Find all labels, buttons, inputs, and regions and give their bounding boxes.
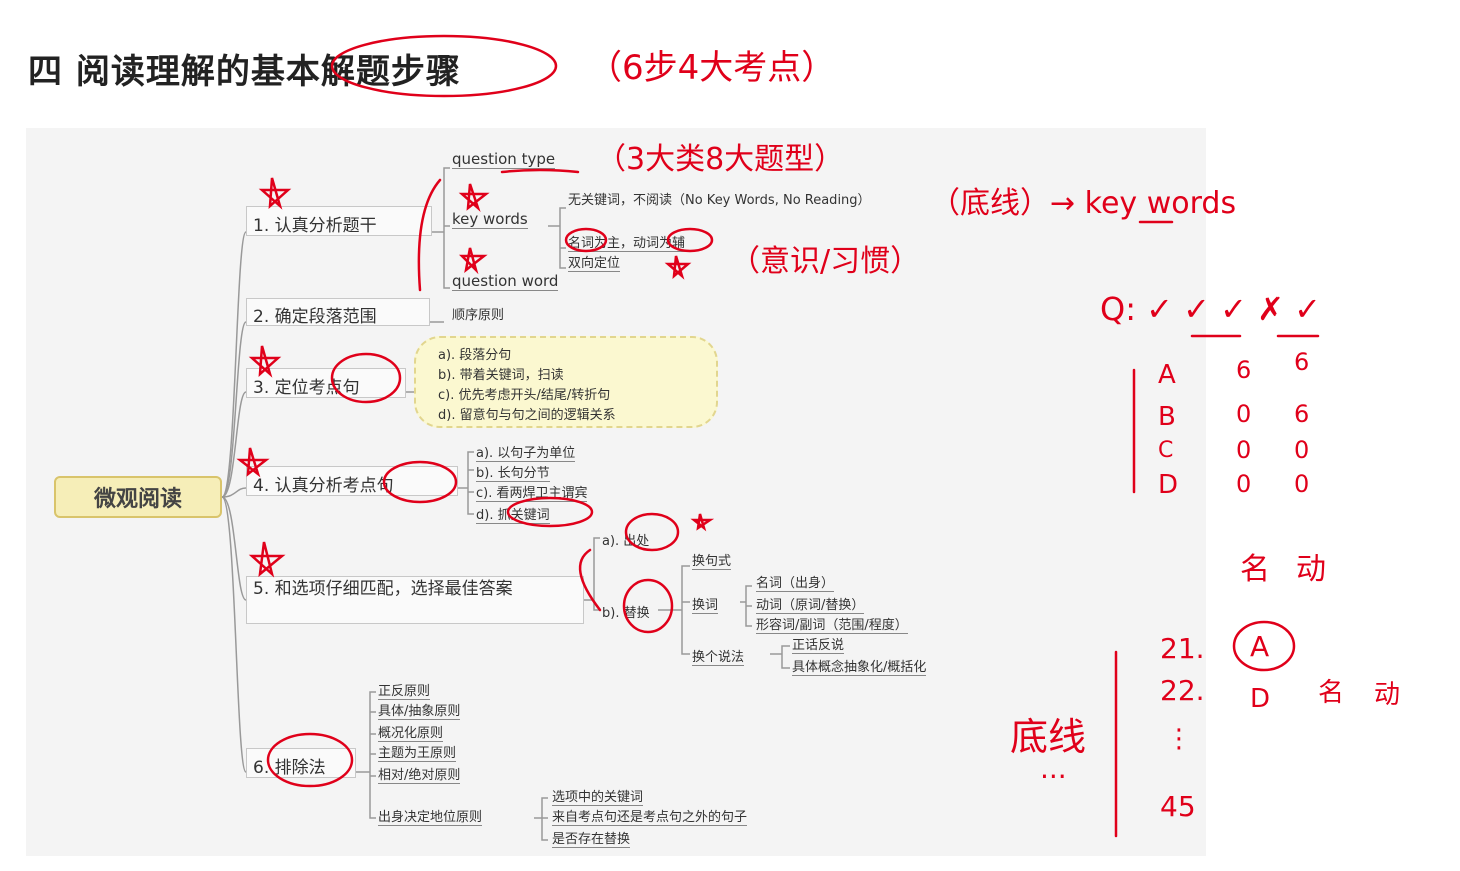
option-c: C xyxy=(1158,438,1174,463)
step-6-child-2: 具体/抽象原则 xyxy=(378,700,461,720)
origin-child-3: 是否存在替换 xyxy=(552,828,631,848)
col1-b: 0 xyxy=(1236,400,1252,428)
question-word-node: question word xyxy=(452,272,559,291)
origin-child-1: 选项中的关键词 xyxy=(552,786,644,806)
key-words-node: key words xyxy=(452,210,528,229)
col1-c: 0 xyxy=(1236,436,1252,464)
step-1-label: 1. 认真分析题干 xyxy=(253,216,377,236)
step-6-child-1: 正反原则 xyxy=(378,680,431,700)
num-21: 21. xyxy=(1160,632,1205,665)
page-title: 四 阅读理解的基本解题步骤 xyxy=(28,44,461,93)
order-principle: 顺序原则 xyxy=(452,308,505,323)
v-mark: 动 xyxy=(1374,680,1401,710)
bottom-noun: 名 xyxy=(1240,552,1270,587)
q-row: Q: ✓ ✓ ✓ ✗ ✓ xyxy=(1100,290,1321,328)
col1-d: 0 xyxy=(1236,470,1252,498)
word-child-verb: 动词（原词/替换） xyxy=(756,594,865,614)
baseline-dots: ... xyxy=(1040,752,1067,785)
second-answer: D xyxy=(1250,684,1271,714)
baseline-note: 底线 xyxy=(1010,715,1087,759)
step-3-child-c: c). 优先考虑开头/结尾/转折句 xyxy=(438,388,611,403)
noun-note: （意识/习惯） xyxy=(730,244,921,279)
step-4-child-d: d). 抓关键词 xyxy=(476,504,550,524)
step-6-child-3: 概况化原则 xyxy=(378,722,444,742)
step-6-child-4: 主题为王原则 xyxy=(378,742,457,762)
col2-a: 6 xyxy=(1294,348,1310,376)
step-3-cloud xyxy=(414,336,718,428)
b-child-sentence: 换句式 xyxy=(692,550,732,570)
step-3-child-b: b). 带着关键词，扫读 xyxy=(438,368,564,383)
say-child-1: 正话反说 xyxy=(792,634,845,654)
step-5-node: 5. 和选项仔细匹配，选择最佳答案 xyxy=(246,576,584,624)
circled-answer: A xyxy=(1250,630,1270,663)
step-4-child-b: b). 长句分节 xyxy=(476,462,550,482)
col2-d: 0 xyxy=(1294,470,1310,498)
step-6-label: 6. 排除法 xyxy=(253,758,326,778)
root-node: 微观阅读 xyxy=(54,476,222,518)
mindmap-canvas xyxy=(26,128,1206,856)
step-1-node: 1. 认真分析题干 xyxy=(246,206,432,236)
num-22: 22. xyxy=(1160,674,1205,707)
n-mark: 名 xyxy=(1318,678,1345,708)
kw-note: （底线）→ key words xyxy=(930,186,1237,221)
col2-c: 0 xyxy=(1294,436,1310,464)
qtype-note: （3大类8大题型） xyxy=(596,142,845,177)
word-child-adj: 形容词/副词（范围/程度） xyxy=(756,614,908,634)
b-child-say: 换个说法 xyxy=(692,646,745,666)
kw-child-1: 无关键词，不阅读（No Key Words, No Reading） xyxy=(568,193,871,208)
option-a: A xyxy=(1158,360,1176,390)
num-45: 45 xyxy=(1160,790,1196,823)
step-4-node: 4. 认真分析考点句 xyxy=(246,466,458,496)
word-child-noun: 名词（出身） xyxy=(756,572,835,592)
step-3-child-a: a). 段落分句 xyxy=(438,348,512,363)
num-dots: ⋮ xyxy=(1166,724,1192,754)
step-2-label: 2. 确定段落范围 xyxy=(253,307,377,327)
title-mark: 四 xyxy=(28,52,63,92)
step-6-child-5: 相对/绝对原则 xyxy=(378,764,461,784)
bottom-verb: 动 xyxy=(1296,552,1326,587)
origin-child-2: 来自考点句还是考点句之外的句子 xyxy=(552,806,748,826)
kw-child-2: 名词为主，动词为辅 xyxy=(568,232,686,252)
step-5-label: 5. 和选项仔细匹配，选择最佳答案 xyxy=(253,579,513,599)
option-d: D xyxy=(1158,470,1179,500)
step-4-child-a: a). 以句子为单位 xyxy=(476,442,576,462)
say-child-2: 具体概念抽象化/概括化 xyxy=(792,656,927,676)
b-child-word: 换词 xyxy=(692,594,719,614)
step-4-label: 4. 认真分析考点句 xyxy=(253,476,394,496)
option-b: B xyxy=(1158,402,1176,432)
step-5-child-a: a). 出处 xyxy=(602,534,650,549)
title-text: 阅读理解的基本解题步骤 xyxy=(75,52,461,92)
question-type-node: question type xyxy=(452,150,556,169)
step-3-child-d: d). 留意句与句之间的逻辑关系 xyxy=(438,408,616,423)
step-6-child-6: 出身决定地位原则 xyxy=(378,806,483,826)
col1-a: 6 xyxy=(1236,356,1252,384)
title-note: （6步4大考点） xyxy=(588,48,836,88)
col2-b: 6 xyxy=(1294,400,1310,428)
step-2-node: 2. 确定段落范围 xyxy=(246,298,430,327)
kw-child-3: 双向定位 xyxy=(568,252,621,272)
step-6-node: 6. 排除法 xyxy=(246,748,356,778)
